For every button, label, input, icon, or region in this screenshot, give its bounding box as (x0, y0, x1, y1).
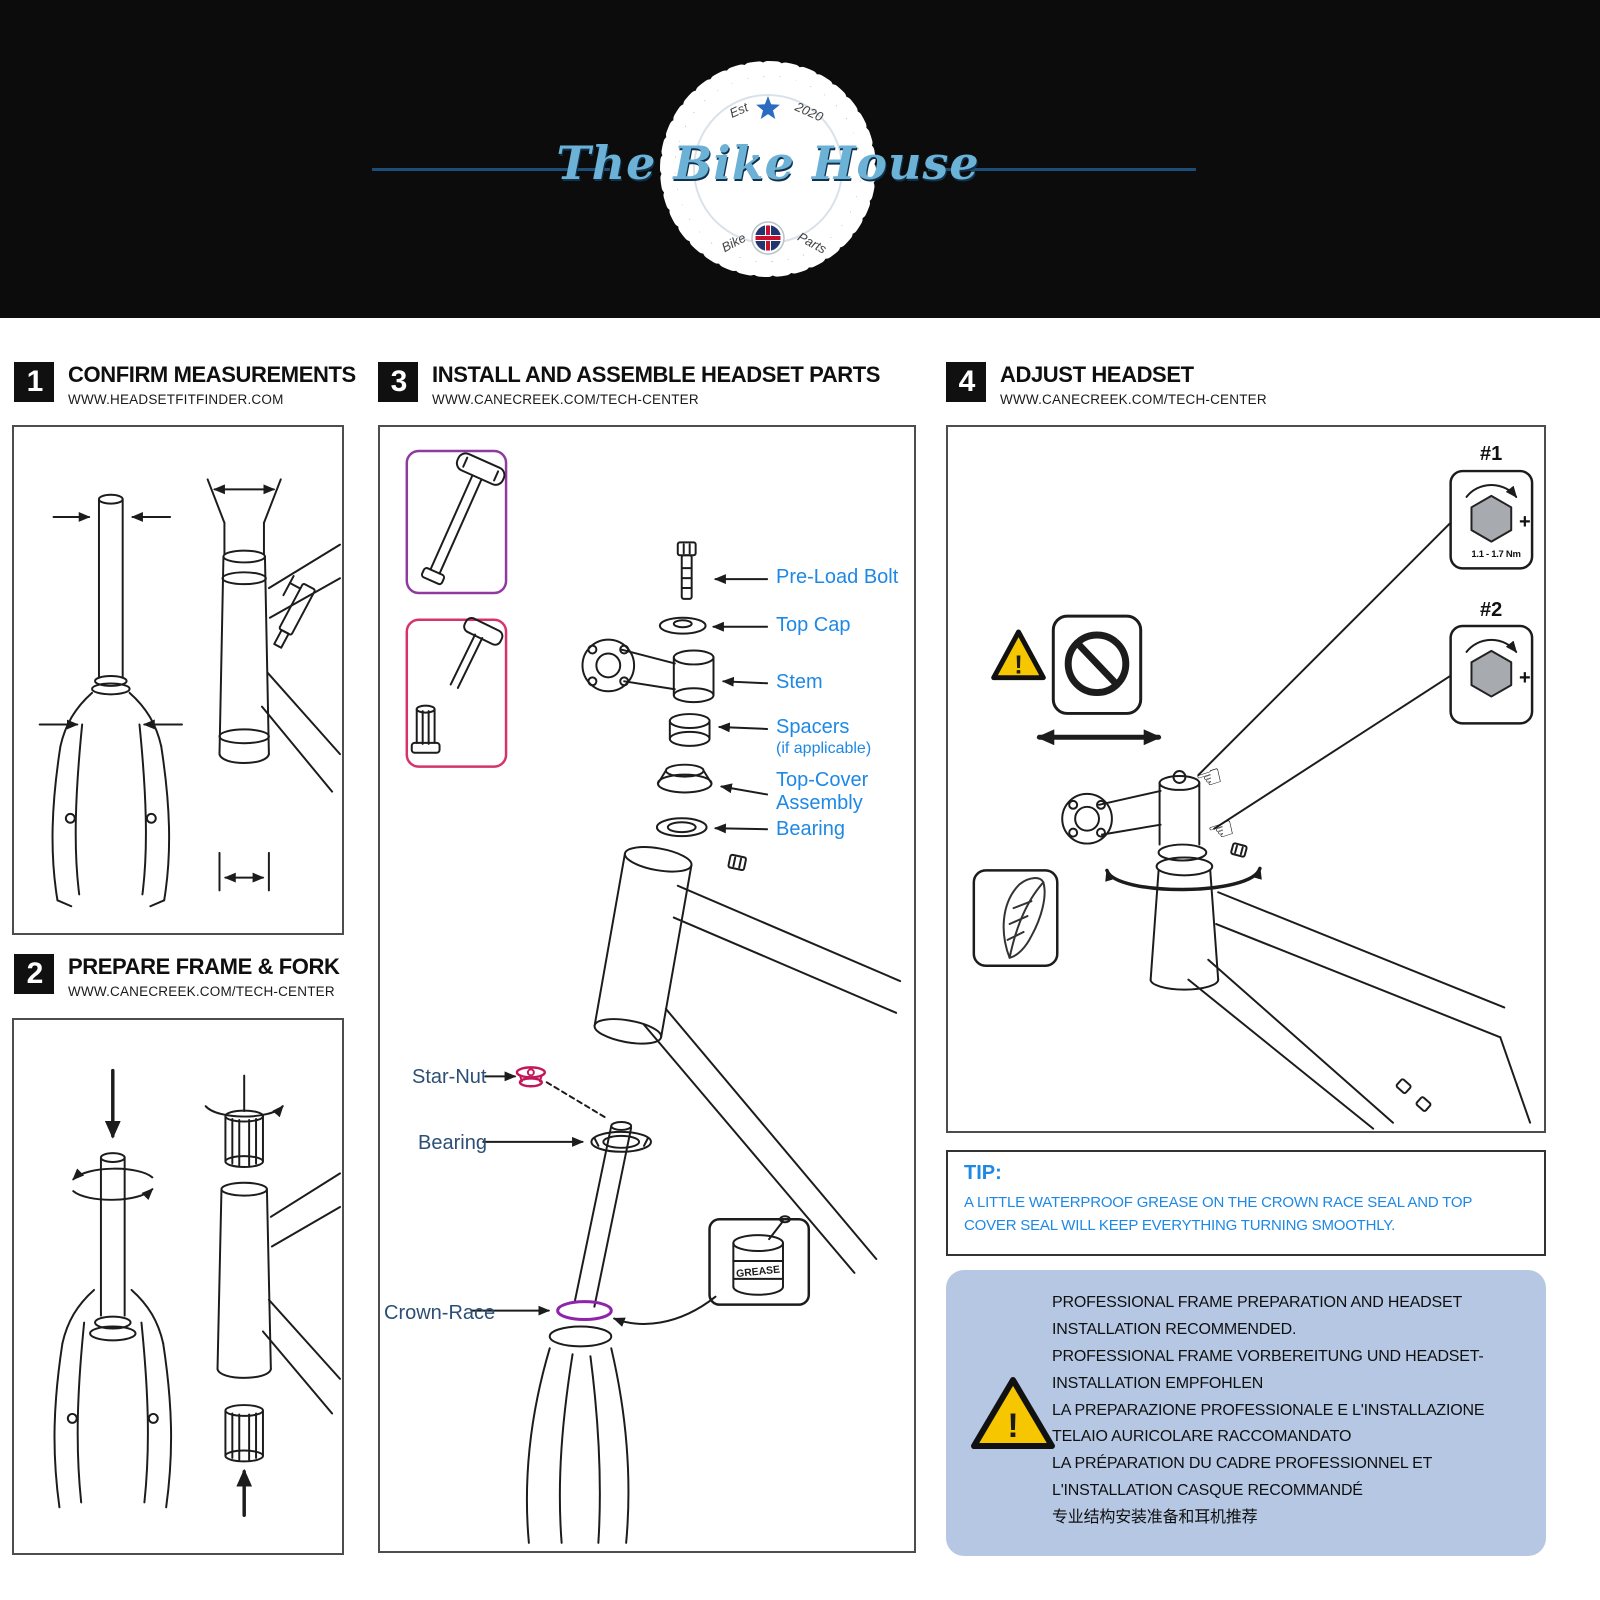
content: 1 CONFIRM MEASUREMENTS WWW.HEADSETFITFIN… (0, 318, 1600, 1600)
notice-line: L'INSTALLATION CASQUE RECOMMANDÉ (1052, 1482, 1363, 1500)
banner-line-right (928, 168, 1196, 171)
frame-prep-diagram (53, 1068, 342, 1517)
notice-line: TELAIO AURICOLARE RACCOMANDATO (1052, 1428, 1352, 1446)
fork-steerer-drawing (525, 1121, 633, 1544)
setter-toolbox-icon (405, 616, 508, 768)
tip-text: A LITTLE WATERPROOF GREASE ON THE CROWN … (964, 1194, 1472, 1235)
stem-drawing (581, 638, 715, 704)
fork-drawing (38, 493, 183, 908)
label-crown-race: Crown-Race (384, 1302, 496, 1324)
notice-line: LA PREPARAZIONE PROFESSIONALE E L'INSTAL… (1052, 1401, 1485, 1419)
label-star-nut: Star-Nut (412, 1066, 487, 1088)
hex-tool-2-icon (1449, 624, 1534, 725)
step4-title: ADJUST HEADSET (1000, 362, 1194, 387)
connector-line-1 (1197, 521, 1452, 777)
grease-can-icon: GREASE (612, 1215, 811, 1327)
notice-line: LA PRÉPARATION DU CADRE PROFESSIONNEL ET (1052, 1455, 1433, 1473)
connector-line-2 (1213, 674, 1452, 830)
professional-install-notice: ! PROFESSIONAL FRAME PREPARATION AND HEA… (946, 1270, 1546, 1556)
feather-icon (972, 869, 1059, 967)
step1-header: 1 CONFIRM MEASUREMENTS WWW.HEADSETFITFIN… (14, 362, 356, 407)
label-preload-bolt: Pre-Load Bolt (776, 566, 899, 588)
notice-line: PROFESSIONAL FRAME VORBEREITUNG UND HEAD… (1052, 1347, 1484, 1365)
assembled-headset-drawing (1061, 770, 1532, 1130)
svg-text:!: ! (1007, 1407, 1018, 1445)
brand-name: The Bike House (556, 136, 980, 190)
label-top-cover-assembly: Assembly (776, 792, 863, 814)
lower-bearing-drawing (590, 1130, 652, 1153)
step2-number: 2 (14, 954, 54, 994)
panel-install-assemble: GREASE Pre-Load Bolt Top C (378, 425, 916, 1553)
grease-label: GREASE (736, 1265, 781, 1281)
uk-flag-roundel-icon (751, 221, 785, 255)
top-cap-drawing (658, 616, 707, 635)
hex-tool-1-icon (1449, 469, 1534, 570)
warning-triangle-icon: ! (971, 1377, 1055, 1449)
step1-url: WWW.HEADSETFITFINDER.COM (68, 392, 284, 407)
upper-bearing-drawing (655, 817, 708, 838)
notice-line: INSTALLATION RECOMMENDED. (1052, 1320, 1297, 1338)
slide-hammer-toolbox-icon (405, 449, 508, 595)
step2-url: WWW.CANECREEK.COM/TECH-CENTER (68, 984, 335, 999)
notice-line: INSTALLATION EMPFOHLEN (1052, 1374, 1264, 1392)
notice-line: 专业结构安装准备和耳机推荐 (1052, 1509, 1258, 1526)
gear-logo-icon: Est 2020 Bike Parts (660, 61, 876, 277)
caliper-icon (273, 575, 316, 649)
preload-bolt-drawing (676, 541, 697, 600)
adjust-headset-diagram: ! (972, 469, 1534, 1130)
head-tube-prep-drawing (204, 1074, 342, 1517)
label-top-cover: Top-Cover (776, 769, 869, 791)
notice-line: PROFESSIONAL FRAME PREPARATION AND HEADS… (1052, 1294, 1463, 1311)
panel-adjust-headset: ! (946, 425, 1546, 1133)
label-bearing-upper: Bearing (776, 818, 845, 840)
label-top-cap: Top Cap (776, 614, 851, 636)
tool1-tag: #1 (1480, 443, 1503, 465)
spacers-drawing (668, 713, 711, 747)
tip-label: TIP: (964, 1162, 1002, 1184)
step2-title: PREPARE FRAME & FORK (68, 954, 340, 979)
step4-number: 4 (946, 362, 986, 402)
tool1-torque: 1.1 - 1.7 Nm (1471, 549, 1521, 560)
step3-number: 3 (378, 362, 418, 402)
exploded-assembly-diagram: GREASE (405, 449, 902, 1544)
step4-header: 4 ADJUST HEADSET WWW.CANECREEK.COM/TECH-… (946, 362, 1267, 407)
warning-triangle-icon: ! (991, 629, 1046, 681)
banner-line-left (372, 168, 610, 171)
panel-prepare-frame-fork (12, 1018, 344, 1555)
head-tube-drawing (206, 478, 342, 892)
svg-text:!: ! (1014, 652, 1023, 680)
fork-prep-drawing (53, 1068, 173, 1509)
label-spacers-note: (if applicable) (776, 740, 872, 757)
label-arrows (470, 574, 769, 1316)
measurement-diagram (38, 478, 342, 908)
label-stem: Stem (776, 671, 823, 693)
tool2-plus: + (1519, 667, 1531, 689)
tool2-tag: #2 (1480, 599, 1503, 621)
step1-number: 1 (14, 362, 54, 402)
prohibition-icon (1051, 614, 1143, 715)
tool1-plus: + (1519, 511, 1531, 533)
step2-header: 2 PREPARE FRAME & FORK WWW.CANECREEK.COM… (14, 954, 340, 999)
step3-title: INSTALL AND ASSEMBLE HEADSET PARTS (432, 362, 881, 387)
tip-box: TIP: A LITTLE WATERPROOF GREASE ON THE C… (946, 1150, 1546, 1256)
panel-confirm-measurements (12, 425, 344, 935)
label-bearing-lower: Bearing (418, 1132, 487, 1154)
step3-url: WWW.CANECREEK.COM/TECH-CENTER (432, 392, 699, 407)
step1-title: CONFIRM MEASUREMENTS (68, 362, 356, 387)
step4-url: WWW.CANECREEK.COM/TECH-CENTER (1000, 392, 1267, 407)
star-nut-drawing (515, 1066, 608, 1120)
step3-header: 3 INSTALL AND ASSEMBLE HEADSET PARTS WWW… (378, 362, 880, 407)
top-cover-drawing (656, 763, 713, 794)
header-banner: Est 2020 Bike Parts The Bike House (0, 0, 1600, 318)
star-icon (756, 96, 780, 119)
logo-est: Est (727, 99, 752, 121)
frame-drawing (593, 846, 902, 1274)
label-spacers: Spacers (776, 716, 850, 738)
